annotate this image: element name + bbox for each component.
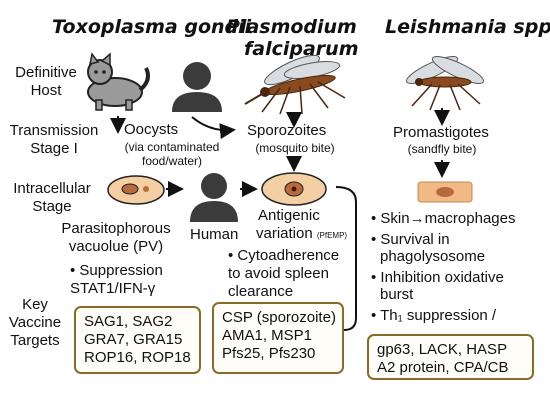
flow-arrows xyxy=(110,108,450,331)
parasitophorous-vacuole-label: Parasitophorous vacuolue (PV) xyxy=(56,220,176,256)
title-leishmania: Leishmania spp. xyxy=(385,16,550,38)
suppression-line: STAT1/IFN-γ xyxy=(70,280,156,297)
cytoadherence-note: • Cytoadherence to avoid spleen clearanc… xyxy=(228,247,339,301)
sandfly-icon xyxy=(405,56,485,111)
mechanism-line: • Survival in xyxy=(371,231,450,248)
mechanism-line: • Th₁ suppression / xyxy=(371,307,497,324)
sporozoites-note: (mosquito bite) xyxy=(255,141,335,155)
cat-icon xyxy=(87,52,150,111)
oocysts-note: (via contaminated food/water) xyxy=(112,140,232,168)
oocysts-label: Oocysts xyxy=(124,121,179,138)
mechanism-line: burst xyxy=(380,286,414,303)
row-label-intracellular: Intracellular Stage xyxy=(2,180,102,216)
human-silhouette-icon-top xyxy=(172,62,222,112)
row-label-line: Host xyxy=(30,82,62,99)
leishmania-mechanisms: • Skin→macrophages • Survival in phagoly… xyxy=(371,210,516,324)
leishmania-vaccine-box: gp63, LACK, HASP A2 protein, CPA/CB xyxy=(367,334,534,380)
vaccine-target: GRA7, GRA15 xyxy=(84,331,183,348)
vaccine-target: SAG1, SAG2 xyxy=(84,313,173,330)
vaccine-target: AMA1, MSP1 xyxy=(222,327,313,344)
title-toxoplasma: Toxoplasma gondii xyxy=(52,16,252,38)
toxoplasma-vaccine-box: SAG1, SAG2 GRA7, GRA15 ROP16, ROP18 xyxy=(74,306,201,374)
oocysts-note-line: food/water) xyxy=(141,154,203,168)
toxoplasma-suppression: • Suppression STAT1/IFN-γ xyxy=(70,262,163,298)
plasmodium-vaccine-box: CSP (sporozoite) AMA1, MSP1 Pfs25, Pfs23… xyxy=(212,302,344,374)
suppression-line: • Suppression xyxy=(70,262,163,279)
promastigotes-label: Promastigotes xyxy=(393,124,489,141)
toxoplasma-cell-icon xyxy=(107,175,165,205)
promastigotes-note: (sandfly bite) xyxy=(407,142,477,156)
row-label-definitive-host: Definitive Host xyxy=(6,64,86,100)
oocysts-note-line: (via contaminated xyxy=(124,140,220,154)
pfemp-note: (PfEMP) xyxy=(316,231,348,240)
row-label-line: Targets xyxy=(10,332,60,349)
vaccine-target: ROP16, ROP18 xyxy=(84,349,191,366)
mechanism-line: phagolysosome xyxy=(380,248,486,265)
row-label-line: Stage I xyxy=(30,140,78,157)
antigenic-variation: variation (PfEMP) xyxy=(256,225,347,245)
vaccine-target: Pfs25, Pfs230 xyxy=(222,345,316,362)
row-label-line: Key xyxy=(22,296,48,313)
row-label-line: Stage xyxy=(32,198,72,215)
mechanism-line: • Inhibition oxidative xyxy=(371,269,504,286)
title-plasmodium-line2: falciparum xyxy=(244,38,359,60)
row-label-transmission: Transmission Stage I xyxy=(2,122,106,158)
row-label-line: Transmission xyxy=(9,122,99,139)
row-label-line: Intracellular xyxy=(13,180,91,197)
row-label-line: Vaccine xyxy=(8,314,62,331)
leishmania-cell-icon xyxy=(417,181,473,203)
sporozoites-label: Sporozoites xyxy=(247,122,327,139)
mechanism-line: • Skin→macrophages xyxy=(371,210,516,227)
pv-line: Parasitophorous xyxy=(61,220,171,237)
mosquito-icon xyxy=(244,54,346,115)
title-plasmodium-line1: Plasmodium xyxy=(226,16,357,38)
vaccine-target: A2 protein, CPA/CB xyxy=(377,359,509,376)
plasmodium-cell-icon xyxy=(261,172,327,206)
cytoadherence-line: to avoid spleen xyxy=(228,265,329,282)
antigenic-label: Antigenic xyxy=(258,207,320,224)
human-label: Human xyxy=(190,226,239,243)
cytoadherence-line: clearance xyxy=(228,283,294,300)
human-silhouette-icon-middle xyxy=(190,173,238,222)
row-label-line: Definitive xyxy=(15,64,77,81)
cytoadherence-line: • Cytoadherence xyxy=(228,247,340,264)
vaccine-target: gp63, LACK, HASP xyxy=(377,341,508,358)
variation-text: variation xyxy=(256,225,313,242)
pv-line: vacuolue (PV) xyxy=(68,238,164,255)
vaccine-target: CSP (sporozoite) xyxy=(222,309,336,326)
row-label-vaccine-targets: Key Vaccine Targets xyxy=(0,296,70,350)
